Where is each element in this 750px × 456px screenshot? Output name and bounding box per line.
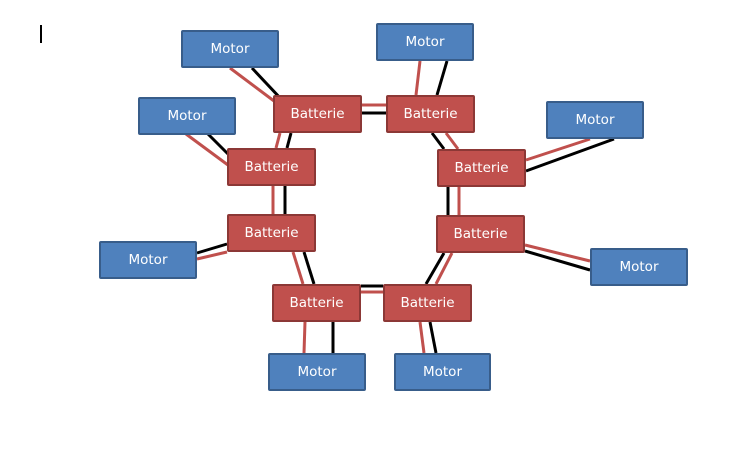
battery-label: Batterie xyxy=(290,106,345,122)
positive-wire-b4-b7 xyxy=(291,251,305,285)
motor-label: Motor xyxy=(210,41,250,57)
negative-wire-m5-b5 xyxy=(196,242,228,255)
positive-wire-b1-b3 xyxy=(274,132,282,149)
positive-wire-m6-b6 xyxy=(524,243,591,263)
battery-box-b6[interactable]: Batterie xyxy=(436,215,525,253)
positive-wire-m5-b5 xyxy=(196,250,228,261)
negative-wire-b1-b3 xyxy=(285,132,293,149)
positive-wire-b5-b2 xyxy=(444,132,460,150)
battery-box-b8[interactable]: Batterie xyxy=(383,284,472,322)
motor-box-m7[interactable]: Motor xyxy=(268,353,366,391)
negative-wire-m6-b6 xyxy=(524,249,591,272)
battery-box-b5[interactable]: Batterie xyxy=(227,214,316,252)
motor-box-m2[interactable]: Motor xyxy=(376,23,474,61)
battery-label: Batterie xyxy=(244,159,299,175)
negative-wire-b8-b6 xyxy=(424,252,446,285)
positive-wire-b8-b6 xyxy=(434,252,454,285)
positive-wire-m2-b2 xyxy=(414,60,422,96)
motor-box-m6[interactable]: Motor xyxy=(590,248,688,286)
motor-label: Motor xyxy=(422,364,462,380)
positive-wire-m7-b7 xyxy=(302,321,307,354)
battery-label: Batterie xyxy=(403,106,458,122)
negative-wire-m1-b1 xyxy=(250,66,284,102)
positive-wire-m3-b3 xyxy=(185,132,233,170)
positive-wire-m1-b1 xyxy=(229,66,279,106)
motor-box-m3[interactable]: Motor xyxy=(138,97,236,135)
negative-wire-m8-b8 xyxy=(428,321,438,354)
motor-label: Motor xyxy=(128,252,168,268)
battery-box-b4[interactable]: Batterie xyxy=(437,149,526,187)
motor-box-m4[interactable]: Motor xyxy=(546,101,644,139)
positive-wire-m4-b4 xyxy=(525,137,591,162)
battery-box-b1[interactable]: Batterie xyxy=(273,95,362,133)
battery-box-b3[interactable]: Batterie xyxy=(227,148,316,186)
negative-wire-b4-b7 xyxy=(302,251,316,285)
negative-wire-m2-b2 xyxy=(435,60,449,96)
motor-box-m8[interactable]: Motor xyxy=(394,353,491,391)
motor-label: Motor xyxy=(575,112,615,128)
motor-label: Motor xyxy=(297,364,337,380)
text-cursor xyxy=(40,25,42,43)
motor-box-m5[interactable]: Motor xyxy=(99,241,197,279)
battery-label: Batterie xyxy=(400,295,455,311)
battery-box-b7[interactable]: Batterie xyxy=(272,284,361,322)
motor-label: Motor xyxy=(405,34,445,50)
negative-wire-b5-b2 xyxy=(430,132,446,150)
motor-label: Motor xyxy=(619,259,659,275)
battery-label: Batterie xyxy=(453,226,508,242)
negative-wire-m4-b4 xyxy=(525,137,615,173)
motor-label: Motor xyxy=(167,108,207,124)
battery-label: Batterie xyxy=(244,225,299,241)
battery-label: Batterie xyxy=(454,160,509,176)
battery-box-b2[interactable]: Batterie xyxy=(386,95,475,133)
battery-label: Batterie xyxy=(289,295,344,311)
motor-box-m1[interactable]: Motor xyxy=(181,30,279,68)
positive-wire-m8-b8 xyxy=(418,321,426,354)
